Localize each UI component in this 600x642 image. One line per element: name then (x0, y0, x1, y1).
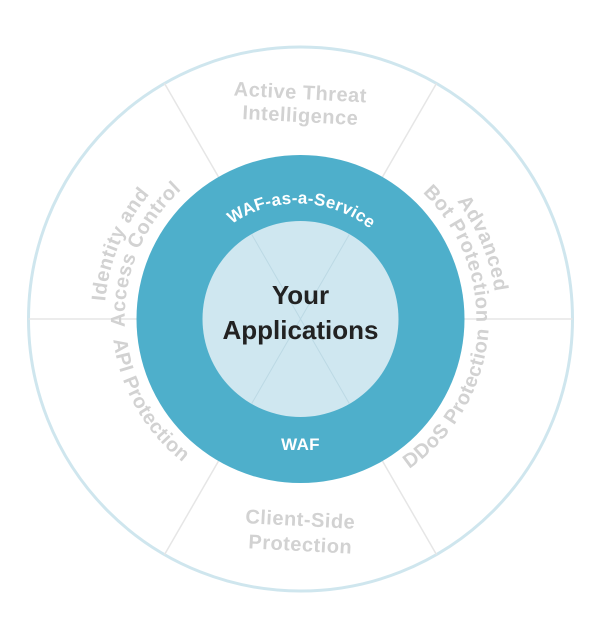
core-dividers (251, 233, 350, 405)
core-label-line2: Applications (222, 315, 378, 345)
ring-label-waf: WAF (281, 435, 320, 454)
segment-active-threat-intelligence: Active Threat Intelligence (233, 79, 367, 130)
core-divider-2 (251, 233, 350, 405)
segment-bottom-line2: Protection (248, 531, 353, 558)
core-label-line1: Your (272, 280, 329, 310)
